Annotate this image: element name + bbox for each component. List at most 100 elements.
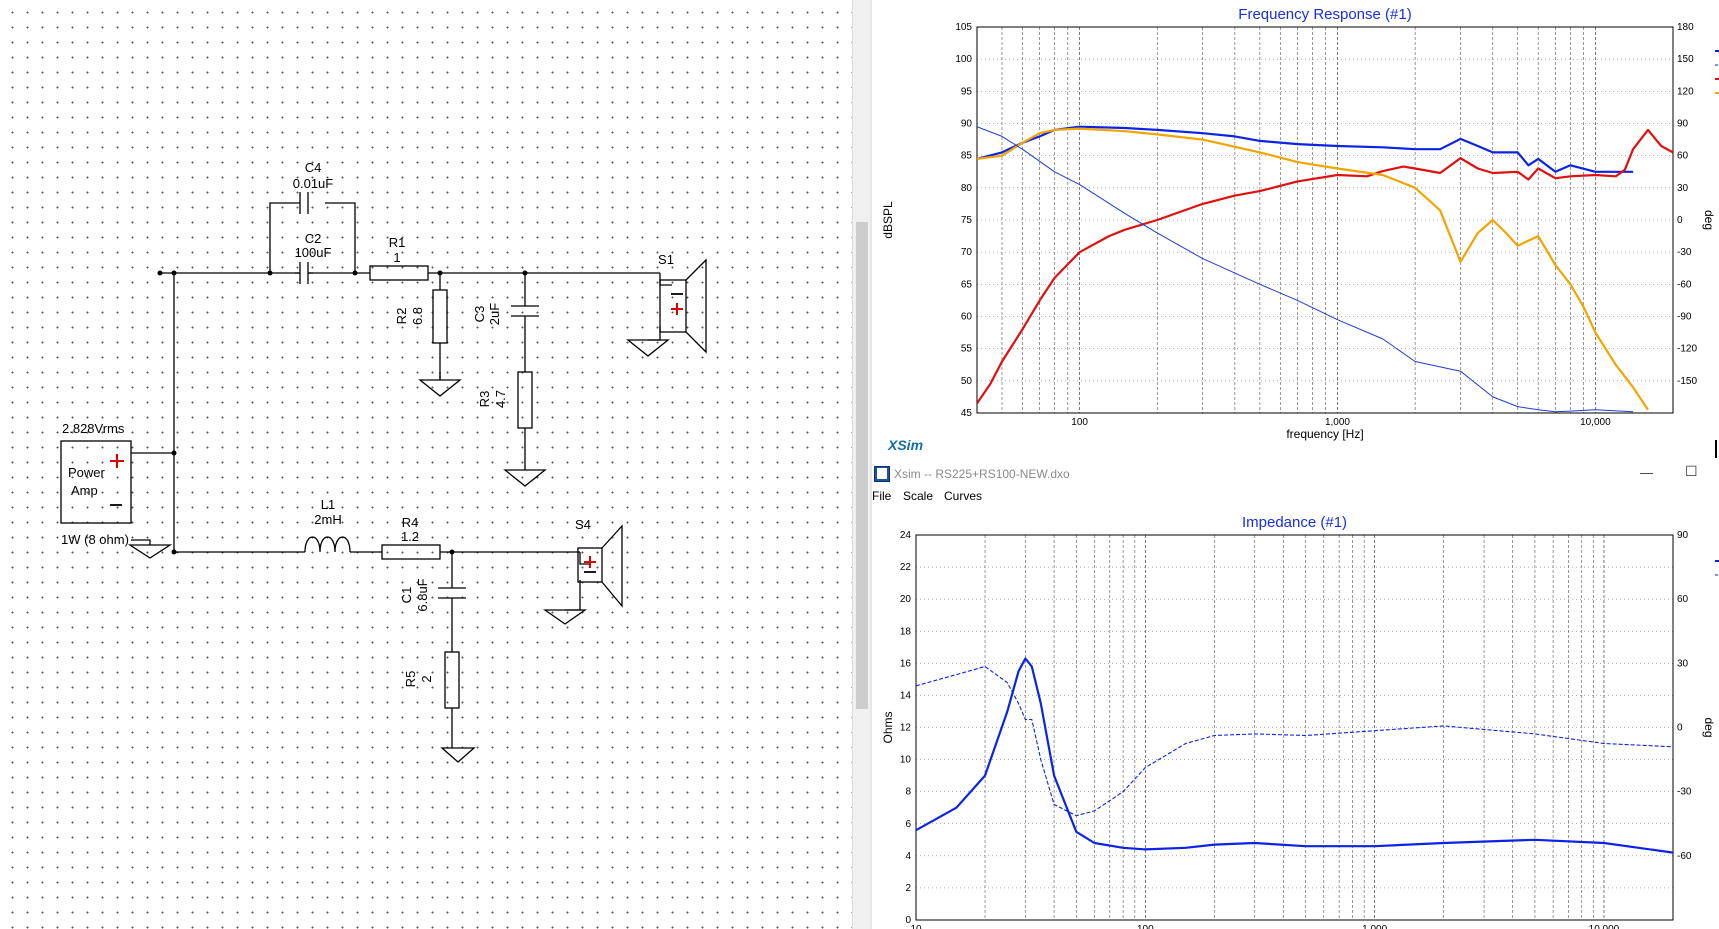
frequency-response-window[interactable]: XSim Frequency Response (#1) 105 100 95 90 85… xyxy=(872,0,1719,458)
impedance-menubar: File Scale Curves xyxy=(872,486,1719,508)
chart-0-y2-tick-label: 60 xyxy=(1677,151,1689,162)
chart-0-y2-tick-label: -90 xyxy=(1677,312,1692,323)
amp-label-line2: Amp xyxy=(71,483,98,498)
r2-value-label: 6.8 xyxy=(410,307,425,325)
chart-0-y2-tick-label: 180 xyxy=(1677,22,1694,33)
chart-0-y-tick-label: 85 xyxy=(961,151,973,162)
c2-value-label: 100uF xyxy=(295,245,332,260)
chart-0-y-tick-label: 80 xyxy=(961,183,973,194)
chart-1-y-axis-label: Ohms xyxy=(881,711,895,743)
menu-file[interactable]: File xyxy=(872,489,892,503)
chart-1-title: Impedance (#1) xyxy=(1242,514,1347,531)
l1-name-label: L1 xyxy=(321,497,335,512)
menu-scale[interactable]: Scale xyxy=(903,489,934,503)
chart-1-y-tick-label: 8 xyxy=(905,787,911,798)
r3-value-label: 4.7 xyxy=(493,390,508,408)
chart-0-x-tick-label: 100 xyxy=(1071,417,1088,428)
xsim-logo: XSim xyxy=(887,437,923,453)
chart-0-title: Frequency Response (#1) xyxy=(1238,6,1411,23)
app-icon xyxy=(874,466,890,482)
minimize-button[interactable]: — xyxy=(1640,465,1653,480)
pane-divider xyxy=(870,0,872,929)
chart-1-hgrid xyxy=(916,534,1673,921)
chart-0-y2-tick-label: -30 xyxy=(1677,247,1692,258)
impedance-window-title: Xsim -- RS225+RS100-NEW.dxo xyxy=(894,467,1070,481)
chart-0-y-tick-label: 55 xyxy=(961,344,973,355)
chart-1-y-tick-label: 18 xyxy=(900,626,912,637)
chart-1-y-tick-label: 10 xyxy=(900,755,912,766)
frequency-response-chart: XSim Frequency Response (#1) 105 100 95 90 85… xyxy=(881,6,1719,453)
chart-1-series-0-line xyxy=(916,657,1673,854)
chart-1-x-tick-label: 10 xyxy=(910,924,922,929)
s1-name-label: S1 xyxy=(658,252,674,267)
chart-0-y2-tick-label: 0 xyxy=(1677,215,1683,226)
chart-0-y-tick-label: 90 xyxy=(961,119,973,130)
r1-name-label: R1 xyxy=(389,235,406,250)
chart-0-x-axis-label: frequency [Hz] xyxy=(1286,427,1363,441)
chart-0-plot-frame xyxy=(976,26,1674,414)
chart-1-y2-tick-label: -60 xyxy=(1677,851,1692,862)
c1-value-label: 6.8uF xyxy=(415,578,430,611)
chart-0-y-tick-label: 105 xyxy=(955,22,972,33)
menu-curves[interactable]: Curves xyxy=(944,489,983,503)
chart-1-x-tick-label: 10,000 xyxy=(1589,924,1620,929)
chart-0-y2-tick-label: -150 xyxy=(1677,376,1697,387)
amp-rating-label: 1W (8 ohm) xyxy=(61,532,129,547)
chart-1-y-tick-label: 0 xyxy=(905,915,911,926)
amp-label-line1: Power xyxy=(68,465,106,480)
chart-0-y-tick-label: 95 xyxy=(961,86,973,97)
c4-value-label: 0.01uF xyxy=(293,176,334,191)
chart-0-y2-tick-label: 120 xyxy=(1677,86,1694,97)
chart-1-y2-tick-label: -30 xyxy=(1677,787,1692,798)
amp-voltage-label: 2.828Vrms xyxy=(62,421,125,436)
chart-0-hgrid xyxy=(977,26,1673,414)
chart-1-y-tick-label: 16 xyxy=(900,658,912,669)
r1-value-label: 1 xyxy=(393,250,400,265)
maximize-button[interactable]: ☐ xyxy=(1685,463,1698,479)
impedance-window[interactable]: Xsim -- RS225+RS100-NEW.dxo — ☐ File Sca… xyxy=(872,462,1719,929)
chart-0-series-3-line xyxy=(977,126,1634,413)
chart-1-x-tick-label: 100 xyxy=(1137,924,1154,929)
r4-name-label: R4 xyxy=(402,515,419,530)
c1-name-label: C1 xyxy=(399,587,414,604)
impedance-chart: Impedance (#1)24222018161412108642090603… xyxy=(881,514,1719,929)
r4-value-label: 1.2 xyxy=(401,529,419,544)
c2-name-label: C2 xyxy=(305,231,322,246)
chart-1-y2-tick-label: 90 xyxy=(1677,530,1689,541)
chart-0-y-tick-label: 100 xyxy=(955,54,972,65)
r5-value-label: 2 xyxy=(419,675,434,682)
window-edge xyxy=(1715,440,1717,458)
c3-name-label: C3 xyxy=(472,306,487,323)
chart-1-series-1-line xyxy=(916,665,1673,817)
schematic-vertical-scrollbar[interactable] xyxy=(852,0,871,929)
chart-1-y-tick-label: 12 xyxy=(900,723,912,734)
chart-0-y-tick-label: 65 xyxy=(961,279,973,290)
l1-value-label: 2mH xyxy=(314,512,341,527)
c4-name-label: C4 xyxy=(305,160,322,175)
chart-1-y-tick-label: 6 xyxy=(905,819,911,830)
chart-1-y-tick-label: 20 xyxy=(900,594,912,605)
chart-1-vgrid xyxy=(915,535,1674,920)
chart-0-x-tick-label: 10,000 xyxy=(1580,417,1611,428)
chart-1-y-tick-label: 4 xyxy=(905,851,911,862)
chart-0-y2-tick-label: 90 xyxy=(1677,119,1689,130)
chart-1-plot-frame xyxy=(915,534,1674,921)
schematic-canvas[interactable]: C4 0.01uF C2 100uF R1 1 R2 6.8 C3 2uF R3… xyxy=(0,0,858,929)
chart-1-y-tick-label: 24 xyxy=(900,530,912,541)
r5-name-label: R5 xyxy=(403,671,418,688)
chart-1-y2-tick-label: 30 xyxy=(1677,658,1689,669)
chart-0-y-tick-label: 50 xyxy=(961,376,973,387)
chart-0-y-tick-label: 60 xyxy=(961,312,973,323)
chart-1-y-tick-label: 2 xyxy=(905,883,911,894)
s4-name-label: S4 xyxy=(575,517,591,532)
chart-0-y2-tick-label: -60 xyxy=(1677,279,1692,290)
chart-0-y-axis-label: dBSPL xyxy=(881,201,895,239)
c3-value-label: 2uF xyxy=(487,303,502,325)
chart-0-y2-axis-label: deg xyxy=(1702,210,1716,230)
chart-0-x-tick-label: 1,000 xyxy=(1325,417,1350,428)
chart-0-series-1-line xyxy=(977,128,1673,405)
chart-0-y-tick-label: 75 xyxy=(961,215,973,226)
impedance-window-titlebar[interactable]: Xsim -- RS225+RS100-NEW.dxo — ☐ xyxy=(872,462,1719,486)
chart-1-y2-tick-label: 60 xyxy=(1677,594,1689,605)
scrollbar-thumb[interactable] xyxy=(856,222,868,709)
